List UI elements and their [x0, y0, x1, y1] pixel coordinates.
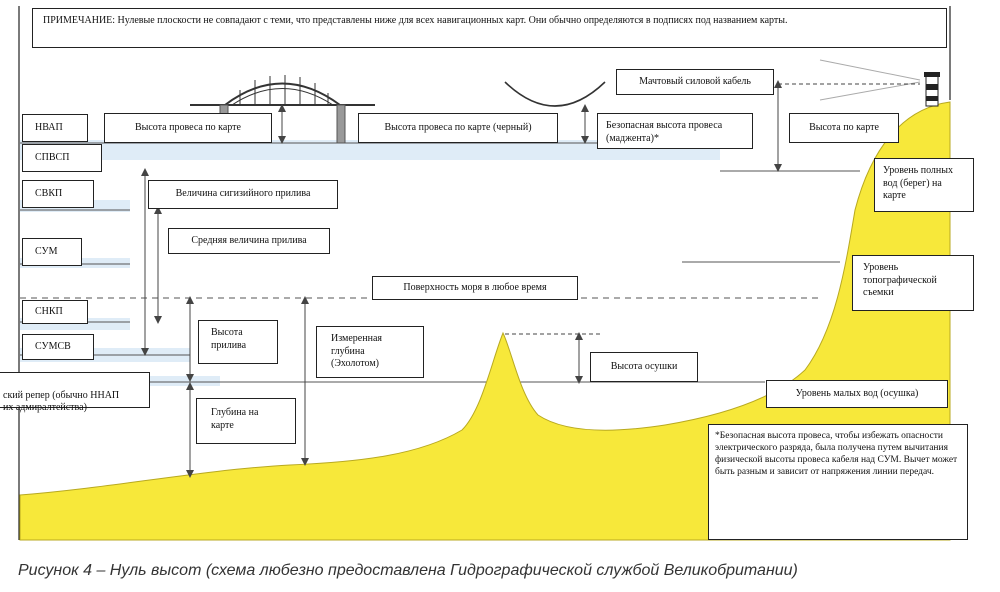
label-low-water: Уровень малых вод (осушка) [766, 380, 948, 408]
level-label-msl: СУМ [22, 238, 82, 266]
label-sea-surface: Поверхность моря в любое время [372, 276, 578, 300]
power-cable [504, 81, 606, 107]
power-cable-text: Мачтовый силовой кабель [639, 75, 751, 87]
mlws-text: СУМСВ [35, 340, 71, 352]
spring-range-text: Величина сигизийного прилива [175, 188, 311, 200]
level-label-mlwn: СНКП [22, 300, 88, 324]
measured-depth-text: Измеренная глубина (Эхолотом) [331, 333, 382, 369]
tide-height-text: Высота прилива [211, 327, 247, 351]
charted-depth-text: Глубина на карте [211, 407, 259, 431]
level-lines [20, 142, 860, 383]
chart-datum-text: ский репер (обычно ННАП их адмиралтейств… [3, 389, 120, 414]
low-water-text: Уровень малых вод (осушка) [795, 387, 919, 399]
label-charted-depth: Глубина на карте [196, 398, 296, 444]
mhwn-text: СВКП [35, 187, 63, 199]
clearance-chart-black-text: Высота провеса по карте (черный) [384, 121, 532, 133]
label-clearance-chart-black: Высота провеса по карте (черный) [358, 113, 558, 143]
clearance-chart-text: Высота провеса по карте [134, 121, 241, 133]
mlwn-text: СНКП [35, 305, 63, 317]
label-power-cable: Мачтовый силовой кабель [616, 69, 774, 95]
msl-text: СУМ [35, 245, 58, 257]
drying-height-text: Высота осушки [610, 360, 678, 372]
level-label-hat: НВАП [22, 114, 88, 142]
label-hw-shore: Уровень полных вод (берег) на карте [874, 158, 974, 212]
label-mean-range: Средняя величина прилива [168, 228, 330, 254]
mhws-text: СПВСП [35, 151, 70, 163]
hat-text: НВАП [35, 121, 63, 133]
safe-clearance-text: Безопасная высота провеса (маджента)* [606, 120, 723, 144]
label-clearance-chart: Высота провеса по карте [104, 113, 272, 143]
level-label-mlws: СУМСВ [22, 334, 94, 360]
note-box: ПРИМЕЧАНИЕ: Нулевые плоскости не совпада… [32, 8, 947, 48]
level-label-mhwn: СВКП [22, 180, 94, 208]
sea-surface-text: Поверхность моря в любое время [403, 281, 547, 293]
dimension-arrows [141, 80, 920, 478]
footnote-box: *Безопасная высота провеса, чтобы избежа… [708, 424, 968, 540]
footnote-text: *Безопасная высота провеса, чтобы избежа… [715, 431, 958, 477]
level-label-chart-datum: ский репер (обычно ННАП их адмиралтейств… [0, 372, 150, 413]
label-tide-height: Высота прилива [198, 320, 278, 364]
label-measured-depth: Измеренная глубина (Эхолотом) [316, 326, 424, 378]
label-drying-height: Высота осушки [590, 352, 698, 382]
height-on-chart-text: Высота по карте [809, 121, 879, 133]
level-label-mhws: СПВСП [22, 144, 102, 172]
label-survey-level: Уровень топографической съемки [852, 255, 974, 311]
label-height-on-chart: Высота по карте [789, 113, 899, 143]
figure-caption: Рисунок 4 – Нуль высот (схема любезно пр… [18, 562, 798, 579]
note-text: ПРИМЕЧАНИЕ: Нулевые плоскости не совпада… [43, 15, 788, 26]
label-safe-clearance: Безопасная высота провеса (маджента)* [597, 113, 753, 149]
label-spring-range: Величина сигизийного прилива [148, 180, 338, 209]
survey-level-text: Уровень топографической съемки [863, 262, 937, 298]
lighthouse-icon [819, 59, 940, 107]
mean-range-text: Средняя величина прилива [191, 234, 307, 246]
hw-shore-text: Уровень полных вод (берег) на карте [883, 165, 953, 201]
